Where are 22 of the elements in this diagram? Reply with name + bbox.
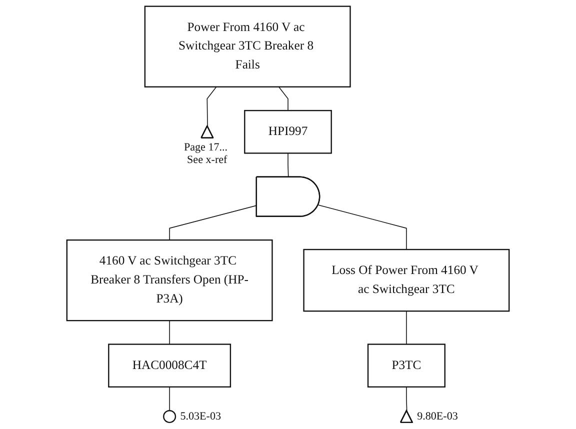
connector-line — [278, 86, 288, 111]
event-box: Power From 4160 V ac Switchgear 3TC Breaker 8 Fails — [144, 6, 351, 88]
transfer-triangle — [400, 410, 413, 424]
connector-line — [318, 204, 407, 250]
connector-line — [169, 320, 170, 345]
connector-line — [169, 386, 170, 411]
beside-note: 9.80E-03 — [417, 410, 458, 423]
event-box: Loss Of Power From 4160 V ac Switchgear 3TC — [303, 248, 510, 312]
event-id-tag: HAC0008C4T — [108, 344, 232, 388]
transfer-triangle — [200, 125, 214, 138]
beside-note: 5.03E-03 — [180, 410, 222, 423]
connector-line — [206, 86, 217, 127]
event-id-tag: HPI997 — [244, 110, 332, 154]
event-box: 4160 V ac Switchgear 3TC Breaker 8 Transfers Open (HP-P3A) — [66, 239, 273, 322]
or-gate — [256, 176, 320, 217]
basic-event-circle — [163, 410, 176, 424]
connector-line — [406, 310, 407, 345]
event-id-tag: P3TC — [367, 344, 446, 388]
beside-note: Page 17... See x-ref — [184, 141, 228, 166]
connector-line — [169, 205, 258, 240]
connector-line — [288, 152, 289, 178]
connector-line — [406, 386, 408, 412]
